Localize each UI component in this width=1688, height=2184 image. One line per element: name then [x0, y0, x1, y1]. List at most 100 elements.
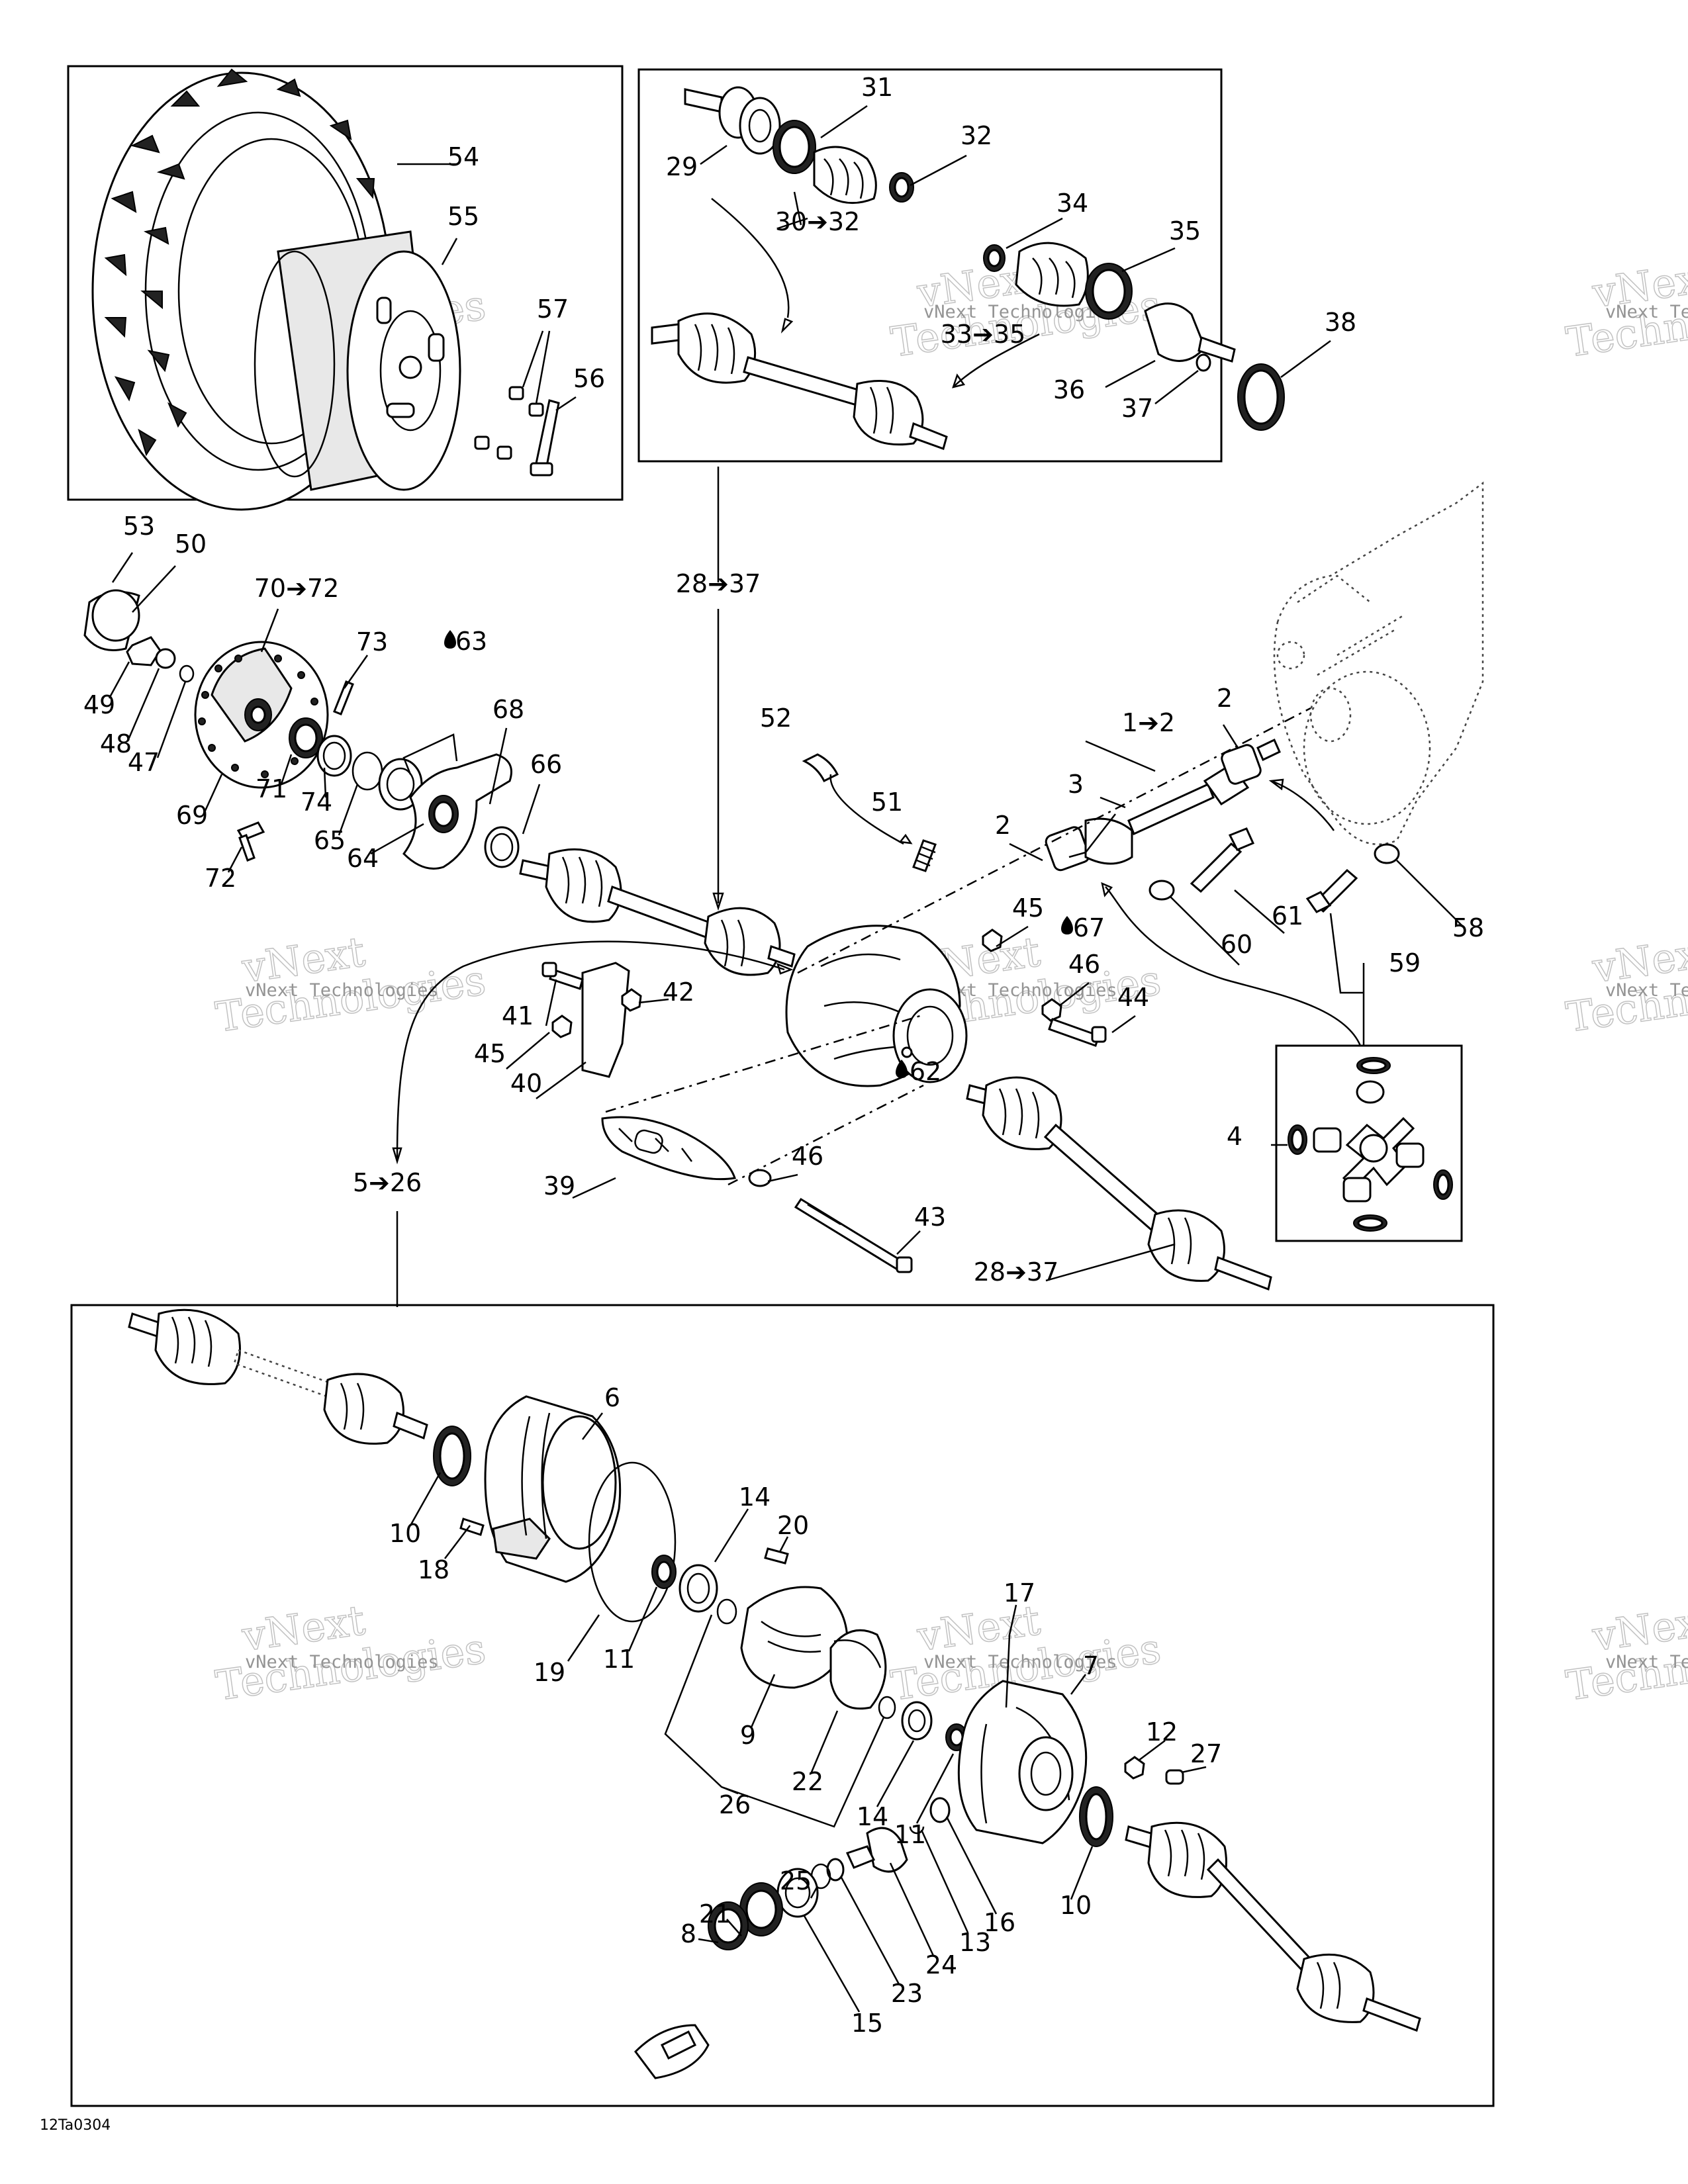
diff-right-housing-drawing	[957, 1680, 1184, 1847]
wheel-leader-lines	[397, 163, 577, 412]
main-assembly-lines	[392, 467, 1464, 1307]
hub-knuckle-parts-drawing	[83, 589, 520, 870]
callout-label: 19	[534, 1658, 565, 1687]
callout-label: 10	[1060, 1891, 1092, 1920]
callout-label: 1➔2	[1122, 708, 1175, 737]
callout-label: 26	[719, 1790, 751, 1819]
callout-label: 59	[1389, 948, 1421, 978]
callout-label: 49	[83, 690, 115, 719]
callout-label: 51	[871, 788, 903, 817]
watermark-text: vNext Technologies	[1605, 980, 1688, 1001]
callout-label: 40	[510, 1069, 542, 1098]
callout-label: 58	[1452, 913, 1484, 942]
lubricant-marks	[444, 630, 1073, 1078]
callout-label: 2	[995, 811, 1011, 840]
watermark-text: vNext Technologies	[1605, 1652, 1688, 1672]
callout-label: 69	[176, 801, 208, 830]
callout-label: 9	[740, 1721, 756, 1750]
watermark-text: vNext Technologies	[1605, 302, 1688, 322]
propeller-shaft-drawing	[1045, 738, 1281, 872]
callout-label: 57	[537, 295, 569, 324]
callout-label: 20	[777, 1511, 809, 1540]
watermark-text: vNext Technologies	[245, 980, 439, 1001]
wheel-nuts-drawing	[474, 386, 544, 460]
callout-label: 3	[1068, 770, 1084, 799]
callout-label: 37	[1121, 394, 1153, 423]
callout-label: 56	[573, 364, 605, 393]
callout-label: 67	[1073, 913, 1105, 942]
callout-label: 25	[780, 1866, 812, 1895]
callout-label: 39	[543, 1171, 575, 1201]
callout-label: 33➔35	[941, 320, 1026, 349]
callout-label: 8	[680, 1919, 696, 1948]
callout-label: 14	[857, 1802, 888, 1831]
watermark-text: vNext Technologies	[923, 302, 1117, 322]
callout-label: 22	[792, 1767, 823, 1796]
lubricant-drop-icon	[896, 1060, 908, 1078]
callout-label: 15	[851, 2009, 883, 2038]
callout-label: 41	[502, 1001, 534, 1030]
callout-label: 16	[984, 1908, 1015, 1937]
callout-label: 64	[347, 844, 379, 873]
universal-joint-inset-frame	[1275, 1044, 1463, 1242]
callout-label: 34	[1056, 189, 1088, 218]
callout-label: 18	[418, 1555, 449, 1584]
callout-label: 5➔26	[353, 1168, 422, 1197]
callout-label: 32	[961, 121, 992, 150]
callout-label: 66	[530, 750, 562, 779]
callout-label: 45	[474, 1039, 506, 1068]
callout-label: 60	[1221, 930, 1252, 959]
watermark-text: vNext Technologies	[923, 1652, 1117, 1672]
main-hardware-drawing	[802, 753, 1400, 1047]
callout-label: 14	[739, 1482, 771, 1512]
drive-shaft-leader-lines	[700, 105, 1331, 404]
callout-label: 29	[666, 152, 698, 181]
mount-bracket-drawing	[541, 962, 913, 1273]
callout-label: 17	[1004, 1578, 1035, 1608]
callout-label: 28➔37	[676, 569, 761, 598]
callout-label: 36	[1053, 375, 1085, 404]
drive-shaft-parts-drawing	[684, 86, 1285, 431]
callout-label: 28➔37	[974, 1257, 1059, 1287]
differential-inset-frame	[70, 1304, 1495, 2107]
lubricant-drop-icon	[444, 630, 456, 649]
callout-label: 7	[1083, 1651, 1099, 1680]
callout-label: 2	[1217, 684, 1233, 713]
rear-half-shaft-right-drawing	[966, 1076, 1272, 1291]
callout-label: 45	[1012, 893, 1044, 923]
callout-label: 30➔32	[775, 207, 861, 236]
callout-label: 48	[100, 729, 132, 758]
callout-label: 42	[663, 978, 694, 1007]
callout-label: 12	[1146, 1717, 1178, 1747]
callout-label: 21	[699, 1899, 731, 1929]
callout-label: 46	[792, 1142, 823, 1171]
diff-left-shaft-drawing	[128, 1308, 428, 1445]
callout-label: 11	[603, 1645, 635, 1674]
callout-label: 6	[604, 1383, 620, 1412]
diff-carrier-drawing	[651, 1547, 968, 1751]
watermark-text: vNext Technologies	[245, 1652, 439, 1672]
callout-label: 50	[175, 529, 207, 559]
callout-label: 24	[925, 1950, 957, 1979]
callout-label: 47	[128, 748, 160, 777]
diff-right-shaft-drawing	[1125, 1821, 1421, 2032]
figure-reference: 12Ta0304	[40, 2117, 111, 2134]
wheel-stud-drawing	[530, 399, 560, 477]
callout-label: 52	[760, 704, 792, 733]
callout-label: 27	[1190, 1739, 1222, 1768]
callout-label: 44	[1117, 983, 1149, 1012]
callout-label: 35	[1169, 216, 1201, 246]
callout-label: 54	[447, 142, 479, 171]
callout-label: 62	[910, 1057, 941, 1086]
callout-label: 46	[1068, 950, 1100, 979]
callout-label: 71	[256, 774, 287, 803]
callout-label: 68	[492, 695, 524, 724]
wheel-inset-frame	[67, 65, 624, 501]
diff-pinion-parts-drawing	[634, 1797, 951, 2079]
callout-label: 23	[891, 1979, 923, 2008]
callout-label: 74	[301, 788, 332, 817]
callout-label: 38	[1325, 308, 1356, 337]
callout-label: 4	[1227, 1122, 1243, 1151]
callout-label: 65	[314, 826, 346, 855]
